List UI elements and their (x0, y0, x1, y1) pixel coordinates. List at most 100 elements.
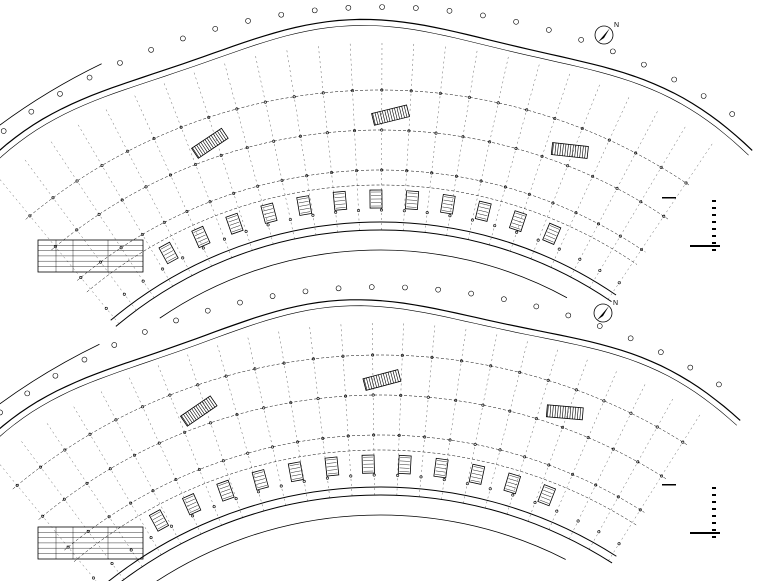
ramp-hatch (377, 112, 381, 124)
column-marker (508, 409, 512, 413)
column-marker (536, 238, 540, 242)
legend-mark (712, 487, 716, 489)
ramp-hatch (217, 130, 225, 142)
column-grid-line (193, 69, 253, 251)
ramp-hatch (366, 377, 370, 390)
ramp-hatch (201, 401, 210, 412)
ramp-hatch (368, 377, 373, 389)
stair-core (503, 472, 522, 495)
column-grid-line (467, 53, 510, 240)
stair-tread (194, 231, 205, 237)
stair-core (260, 202, 278, 224)
stair-tread (298, 201, 309, 204)
grid-arc (110, 221, 617, 321)
column-marker (596, 222, 600, 226)
axis-bubble (111, 342, 118, 348)
floor-plan-1 (0, 4, 753, 327)
ramp-hatch (554, 405, 557, 418)
column-marker (244, 229, 248, 233)
column-marker (527, 192, 531, 196)
column-marker (488, 140, 492, 144)
column-marker (174, 478, 178, 482)
inner-road-arc (159, 249, 568, 319)
column-marker (235, 413, 239, 417)
column-marker (659, 165, 663, 169)
column-grid-line (485, 338, 529, 509)
column-marker (511, 493, 515, 497)
column-marker (438, 91, 442, 95)
column-marker (479, 179, 483, 183)
column-grid-line (419, 322, 436, 497)
column-marker (79, 276, 83, 280)
legend-mark (712, 249, 716, 251)
column-marker (246, 451, 250, 455)
column-grid-line (506, 346, 559, 515)
column-grid-line (589, 396, 675, 550)
stair-tread (335, 207, 346, 209)
stair-tread (193, 228, 203, 233)
stair-core (225, 212, 244, 235)
axis-bubble (278, 11, 285, 18)
stair-tread (407, 196, 418, 198)
column-marker (561, 425, 565, 429)
column-marker (321, 436, 325, 440)
column-marker (311, 213, 315, 217)
legend-text-mark (690, 245, 720, 247)
ramp-hatch (200, 142, 208, 153)
stair-tread (399, 471, 410, 473)
column-marker (191, 514, 195, 518)
column-grid-line (186, 351, 243, 518)
column-marker (448, 438, 452, 442)
column-marker (489, 364, 493, 368)
stair-tread (227, 215, 237, 219)
column-marker (576, 519, 580, 523)
column-marker (617, 281, 621, 285)
ramp-hatch (195, 405, 203, 416)
column-marker (223, 237, 227, 241)
stair-tread (506, 485, 517, 489)
ramp-hatch (552, 142, 554, 155)
column-marker (448, 214, 452, 218)
column-grid-line (156, 362, 222, 526)
ramp (191, 127, 229, 159)
column-marker (207, 115, 211, 119)
ramp-hatch (557, 405, 559, 418)
column-marker (85, 481, 89, 485)
column-marker (525, 108, 529, 112)
ramp-hatch (401, 106, 405, 118)
axis-bubble (729, 111, 735, 117)
column-marker (634, 151, 638, 155)
legend-mark (712, 235, 716, 237)
column-marker (305, 174, 309, 178)
legend-mark (712, 522, 716, 524)
stair-tread (541, 493, 552, 498)
column-grid-line (49, 139, 155, 298)
column-marker (157, 441, 161, 445)
column-grid-line (489, 61, 541, 245)
ramp-hatch (191, 408, 199, 419)
stair-tread (514, 216, 524, 220)
column-marker (454, 398, 458, 402)
legend-mark (712, 242, 716, 244)
ramp-hatch (375, 375, 380, 388)
stair-tread (188, 505, 198, 510)
ramp-hatch (554, 142, 557, 155)
ramp-hatch (185, 412, 193, 423)
column-marker (330, 171, 334, 175)
column-marker (597, 530, 601, 534)
ramp-outline (545, 404, 584, 421)
stair-tread (407, 192, 418, 194)
column-marker (63, 448, 67, 452)
column-marker (51, 196, 55, 200)
column-grid-line (286, 47, 317, 236)
stair-tread (162, 247, 172, 253)
column-marker (574, 211, 578, 215)
column-grid-line (247, 334, 286, 506)
ramp-hatch (569, 406, 572, 419)
stair-tread (470, 479, 481, 483)
axis-bubble (57, 91, 63, 97)
ramp-hatch (387, 372, 392, 384)
stair-tread (515, 212, 525, 217)
column-grid-line (72, 404, 162, 555)
axis-bubble (700, 93, 707, 99)
